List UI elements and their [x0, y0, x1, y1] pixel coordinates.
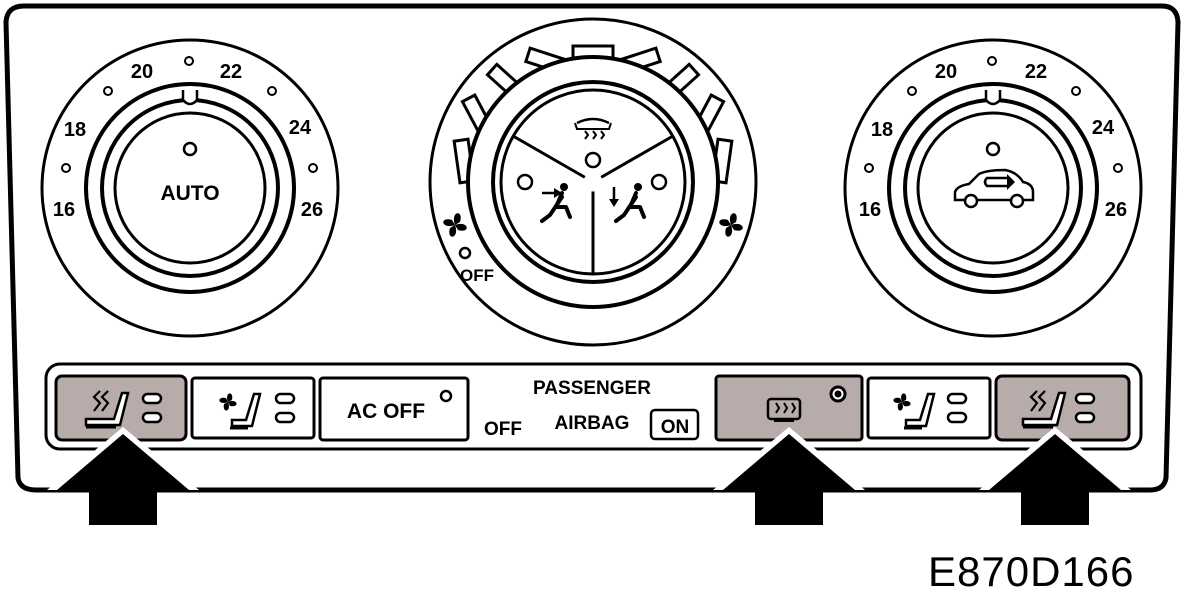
left-temperature-dial[interactable]: AUTO 16 18 20 22 24 26	[40, 38, 340, 338]
right-temperature-dial[interactable]: 16 18 20 22 24 26	[843, 38, 1143, 338]
airbag-off-label: OFF	[484, 419, 522, 440]
scale-label: 24	[289, 117, 312, 139]
rear-window-heater-icon	[766, 397, 802, 422]
auto-indicator-led	[182, 141, 198, 157]
scale-dots	[864, 56, 1123, 173]
scale-label: 18	[64, 119, 86, 141]
car-recirculation-icon[interactable]	[953, 168, 1035, 209]
passenger-airbag-indicator: PASSENGER OFF AIRBAG ON	[484, 378, 700, 441]
fan-speed-dial[interactable]: OFF	[428, 17, 758, 347]
callout-arrow-rear-window-heater	[713, 427, 865, 525]
airbag-line2: AIRBAG	[555, 413, 630, 434]
fan-off-label: OFF	[460, 266, 494, 285]
face-vent-icon[interactable]	[540, 183, 572, 223]
scale-label: 20	[935, 61, 957, 83]
callout-arrow-right-seat-heater	[979, 427, 1131, 525]
auto-button-label[interactable]: AUTO	[160, 182, 219, 205]
defrost-indicator-led	[584, 151, 602, 169]
foot-vent-icon[interactable]	[609, 183, 646, 223]
foot-vent-indicator-led	[650, 173, 668, 191]
face-vent-indicator-led	[516, 173, 534, 191]
scale-label: 22	[220, 61, 242, 83]
dial-pointer	[181, 90, 199, 106]
right-seat-heater-button[interactable]	[994, 374, 1131, 442]
windscreen-defrost-icon[interactable]	[574, 117, 612, 140]
fan-off-led	[458, 246, 472, 260]
distribution-dividers	[512, 134, 674, 274]
scale-label: 24	[1092, 117, 1115, 139]
figure-id: E870D166	[928, 548, 1135, 595]
scale-label: 26	[1105, 199, 1127, 221]
right-seat-ventilation-button[interactable]	[866, 376, 992, 440]
scale-label: 22	[1025, 61, 1047, 83]
scale-label: 16	[53, 199, 75, 221]
ac-off-button[interactable]: AC OFF	[318, 376, 470, 442]
airbag-on-label: ON	[661, 417, 690, 438]
ac-off-label: AC OFF	[347, 400, 425, 423]
scale-label: 18	[871, 119, 893, 141]
recirculation-indicator-led	[985, 141, 1001, 157]
left-seat-ventilation-button[interactable]	[190, 376, 316, 440]
scale-label: 16	[859, 199, 881, 221]
ac-off-indicator-led	[439, 389, 453, 403]
callout-arrow-left-seat-heater	[47, 427, 199, 525]
scale-label: 26	[301, 199, 323, 221]
airbag-line1: PASSENGER	[533, 378, 651, 399]
airbag-on-box	[649, 408, 700, 441]
dial-pointer	[984, 90, 1002, 106]
scale-label: 20	[131, 61, 153, 83]
scale-dots	[61, 56, 318, 173]
